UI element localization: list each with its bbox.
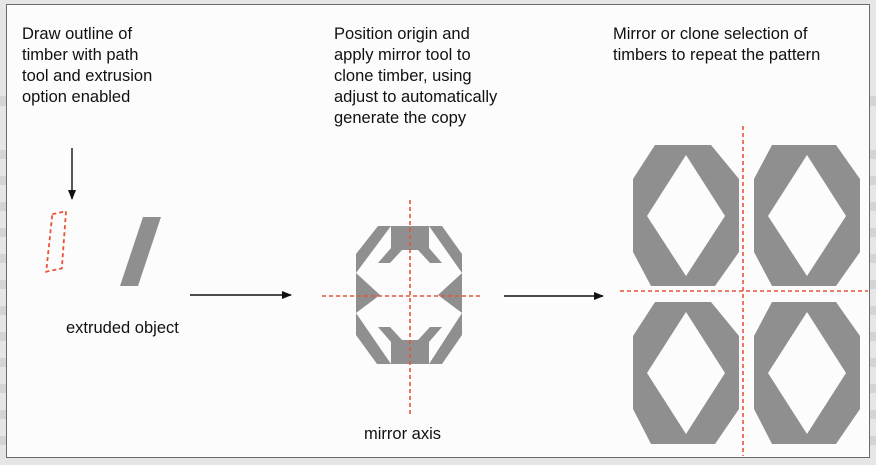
- pattern-shape-bottom-right: [754, 302, 860, 444]
- step3-caption: Mirror or clone selection of timbers to …: [613, 25, 821, 64]
- pattern-shape-top-right: [754, 145, 860, 286]
- step2-caption: Position origin and apply mirror tool to…: [334, 25, 498, 127]
- extruded-object-label: extruded object: [66, 319, 179, 337]
- mirror-axis-label: mirror axis: [364, 425, 441, 443]
- pattern-shape-top-left: [633, 145, 739, 286]
- step1-caption: Draw outline of timber with path tool an…: [22, 25, 153, 106]
- mirrored-timber-shape: [356, 226, 462, 364]
- extruded-timber: [120, 217, 161, 286]
- pattern-shape-bottom-left: [633, 302, 739, 444]
- timber-outline-path: [45, 210, 68, 273]
